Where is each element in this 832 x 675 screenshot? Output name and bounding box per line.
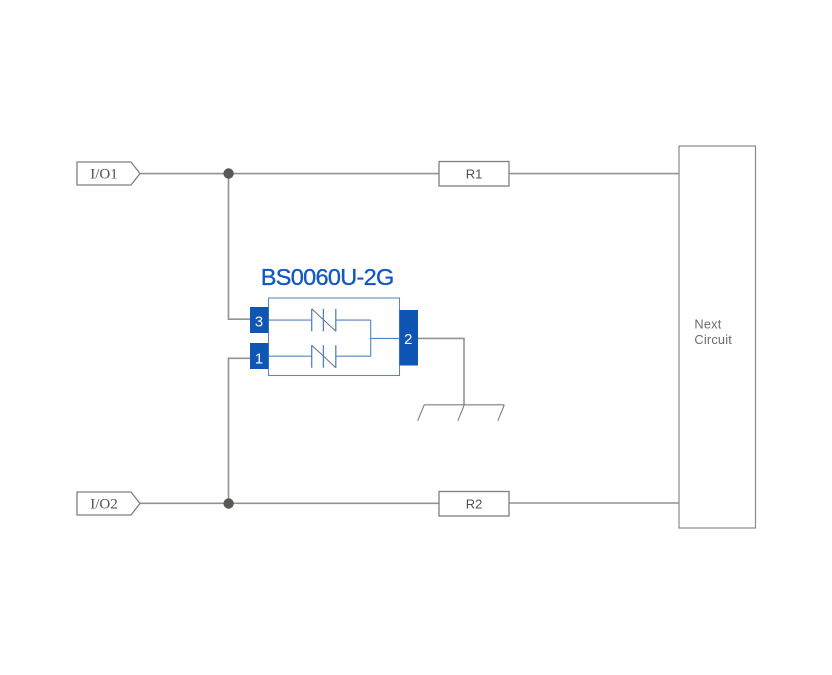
- svg-text:BS0060U-2G: BS0060U-2G: [261, 264, 394, 290]
- svg-text:R2: R2: [466, 497, 483, 512]
- svg-text:R1: R1: [466, 167, 483, 182]
- svg-text:3: 3: [255, 315, 263, 331]
- svg-text:I/O1: I/O1: [90, 167, 118, 183]
- svg-text:Circuit: Circuit: [694, 332, 732, 347]
- svg-text:I/O2: I/O2: [90, 497, 118, 513]
- svg-text:2: 2: [404, 332, 412, 348]
- svg-text:Next: Next: [694, 316, 721, 331]
- svg-text:1: 1: [255, 351, 263, 367]
